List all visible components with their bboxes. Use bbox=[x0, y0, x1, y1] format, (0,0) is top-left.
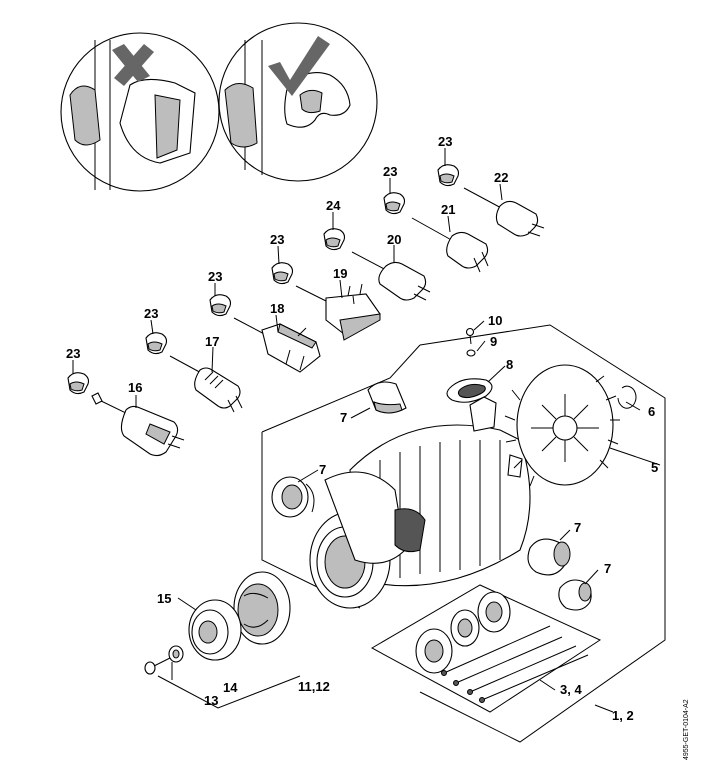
mains-plug-21 bbox=[411, 217, 489, 273]
callout-10: 10 bbox=[488, 313, 502, 328]
plug-cap-23-c bbox=[209, 294, 232, 317]
callout-19: 19 bbox=[333, 266, 347, 281]
callout-3-4: 3, 4 bbox=[560, 682, 582, 697]
callout-1-2: 1, 2 bbox=[612, 708, 634, 723]
callout-15: 15 bbox=[157, 591, 171, 606]
washer-9 bbox=[466, 349, 476, 357]
callout-23-f: 23 bbox=[438, 134, 452, 149]
callout-24: 24 bbox=[326, 198, 341, 213]
cover-7-top bbox=[367, 381, 407, 414]
mains-plug-17 bbox=[169, 355, 243, 413]
bearing-set bbox=[415, 591, 511, 674]
callout-5: 5 bbox=[651, 460, 658, 475]
callout-7-top: 7 bbox=[340, 410, 347, 425]
check-mark-icon bbox=[268, 36, 330, 96]
callout-16: 16 bbox=[128, 380, 142, 395]
callout-9: 9 bbox=[490, 334, 497, 349]
motor-housing bbox=[309, 396, 531, 609]
end-cap-7-left bbox=[271, 476, 315, 518]
cross-mark-icon bbox=[112, 44, 154, 86]
callout-21: 21 bbox=[441, 202, 455, 217]
plug-cap-23-b bbox=[145, 332, 168, 355]
correct-installation-detail bbox=[218, 22, 378, 182]
mains-plug-19 bbox=[295, 283, 381, 341]
drawing-code: 4955-GET-0104-A2 bbox=[683, 699, 690, 760]
callout-7-left: 7 bbox=[319, 462, 326, 477]
leader-lines bbox=[72, 148, 661, 713]
mains-plug-18 bbox=[233, 317, 321, 373]
mains-plug-22 bbox=[463, 187, 545, 237]
bushing-7-right-a bbox=[527, 538, 571, 576]
callout-7-right-b: 7 bbox=[604, 561, 611, 576]
clutch-11-12 bbox=[233, 571, 291, 645]
screw-13 bbox=[144, 657, 171, 675]
cooling-fan bbox=[504, 364, 620, 487]
incorrect-installation-detail bbox=[60, 32, 220, 192]
screw-10 bbox=[465, 327, 475, 345]
callout-8: 8 bbox=[506, 357, 513, 372]
plug-cap-23-d bbox=[271, 262, 294, 285]
plug-cap-23-a bbox=[67, 372, 90, 395]
plug-cap-23-f bbox=[437, 164, 460, 187]
mains-plug-16 bbox=[91, 392, 185, 457]
callout-22: 22 bbox=[494, 170, 508, 185]
callout-18: 18 bbox=[270, 301, 284, 316]
washer-14 bbox=[168, 645, 184, 663]
bushing-7-right-b bbox=[558, 579, 592, 611]
callout-17: 17 bbox=[205, 334, 219, 349]
pulley-15 bbox=[188, 599, 242, 661]
circlip-6 bbox=[617, 385, 637, 409]
callout-20: 20 bbox=[387, 232, 401, 247]
callout-6: 6 bbox=[648, 404, 655, 419]
plug-cap-24 bbox=[323, 228, 346, 251]
mains-plug-20 bbox=[351, 251, 431, 301]
callout-23-d: 23 bbox=[270, 232, 284, 247]
callout-11-12: 11,12 bbox=[298, 679, 330, 694]
plug-cap-23-e bbox=[383, 192, 406, 215]
callout-14: 14 bbox=[223, 680, 238, 695]
callout-13: 13 bbox=[204, 693, 218, 708]
callout-7-right-a: 7 bbox=[574, 520, 581, 535]
callout-23-a: 23 bbox=[66, 346, 80, 361]
callout-23-b: 23 bbox=[144, 306, 158, 321]
tie-bolts bbox=[441, 625, 589, 703]
callout-23-c: 23 bbox=[208, 269, 222, 284]
gasket-8 bbox=[446, 378, 493, 403]
callout-23-e: 23 bbox=[383, 164, 397, 179]
